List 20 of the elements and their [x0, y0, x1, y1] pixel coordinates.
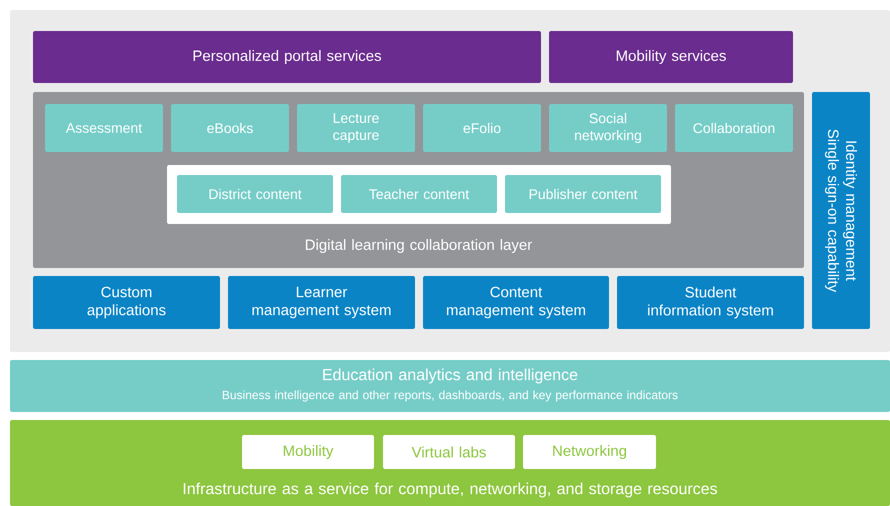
content-box: District content — [177, 175, 333, 213]
system-box: Student information system — [617, 276, 804, 329]
tool-box: Social networking — [549, 104, 667, 152]
content-box: Publisher content — [505, 175, 661, 213]
tool-box: Collaboration — [675, 104, 793, 152]
system-box: Custom applications — [33, 276, 220, 329]
service-tag: Virtual labs — [383, 435, 515, 469]
tool-box: eFolio — [423, 104, 541, 152]
system-box: Learner management system — [228, 276, 415, 329]
system-box: Content management system — [423, 276, 609, 329]
service-tag: Mobility — [242, 435, 374, 469]
analytics-band: Education analytics and intelligence Business intelligence and other reports, dashboards, and key performance indicators — [10, 360, 890, 412]
service-tag: Networking — [523, 435, 656, 469]
content-box: Teacher content — [341, 175, 497, 213]
tool-box: Assessment — [45, 104, 163, 152]
tool-box: eBooks — [171, 104, 289, 152]
tool-box: Lecture capture — [297, 104, 415, 152]
service-box: Mobility services — [549, 31, 793, 83]
service-box: Personalized portal services — [33, 31, 541, 83]
identity-band: Identity management Single sign-on capability — [812, 92, 870, 329]
